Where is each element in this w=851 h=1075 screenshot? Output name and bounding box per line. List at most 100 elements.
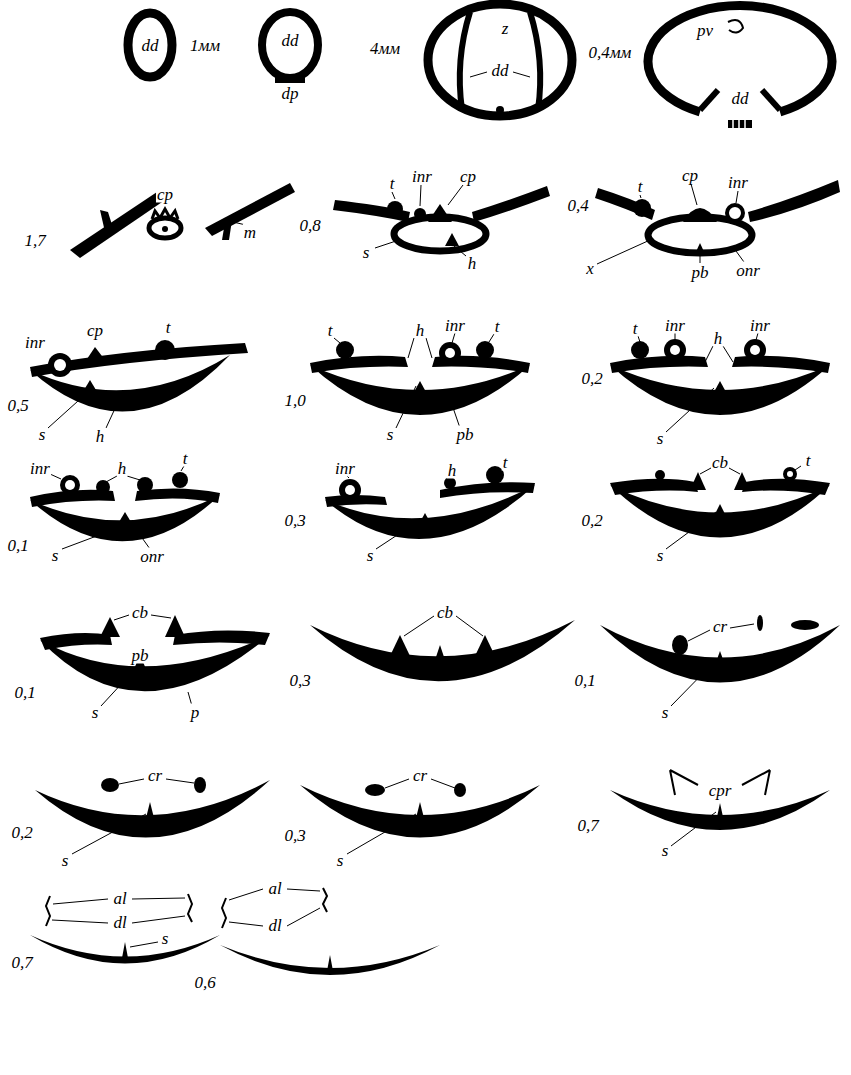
section-shape — [40, 615, 270, 691]
leader-line — [376, 520, 420, 549]
leader-line — [127, 476, 140, 480]
section-shape — [339, 479, 361, 501]
part-label: pb — [691, 264, 710, 281]
leader-line — [52, 889, 320, 947]
part-label: inr — [749, 317, 771, 334]
section-shape — [727, 205, 743, 221]
section-shape — [310, 365, 530, 415]
section-shape — [40, 615, 840, 691]
leader-line — [705, 346, 713, 362]
leader-line — [700, 250, 701, 263]
section-shape — [454, 783, 466, 797]
section-shape — [390, 635, 410, 656]
section-shape — [30, 888, 440, 975]
part-label: h — [447, 462, 458, 479]
leader-line — [426, 338, 432, 358]
part-label: dd — [281, 32, 300, 49]
section-shape — [690, 472, 706, 490]
leader-line — [448, 393, 460, 428]
section-shape — [46, 896, 50, 926]
part-label: s — [51, 547, 60, 564]
part-label: x — [585, 260, 595, 277]
scale-value: 0,1 — [13, 684, 36, 701]
section-shape — [101, 778, 119, 792]
part-label: dl — [112, 914, 127, 931]
leader-line — [420, 185, 421, 206]
section-shape — [670, 770, 698, 795]
section-shape — [30, 935, 220, 964]
section-shape — [327, 955, 333, 971]
section-ring — [275, 76, 305, 83]
section-shape — [323, 888, 327, 912]
leader-line — [729, 468, 740, 474]
leader-line — [489, 334, 494, 342]
part-label: cpr — [708, 782, 733, 799]
part-label: inr — [411, 168, 433, 185]
section-shape — [325, 466, 535, 539]
part-label: z — [501, 20, 510, 37]
part-label: t — [502, 454, 509, 471]
section-ring — [460, 12, 470, 110]
section-shape — [633, 199, 651, 217]
section-ring — [428, 4, 572, 116]
scale-value: 0,3 — [283, 827, 306, 844]
scale-value: 1,7 — [23, 232, 46, 249]
leader-line — [287, 908, 320, 926]
section-shape — [475, 635, 495, 656]
scale-value: 4мм — [369, 40, 401, 57]
section-shape — [122, 942, 128, 958]
part-label: pb — [131, 647, 150, 664]
leader-line — [756, 333, 758, 340]
part-label: s — [656, 547, 665, 564]
part-label: s — [91, 704, 100, 721]
leader-line — [452, 333, 455, 343]
part-label: cb — [131, 604, 149, 621]
part-label: h — [467, 255, 478, 272]
part-label: h — [415, 322, 426, 339]
section-shape — [146, 802, 154, 818]
part-label: dp — [281, 85, 300, 102]
part-label: pb — [456, 426, 475, 443]
leader-line — [48, 333, 758, 432]
section-shape — [30, 355, 230, 412]
section-shape — [610, 365, 830, 415]
leader-line — [106, 402, 118, 428]
section-shape — [365, 784, 385, 796]
section-shape — [610, 770, 830, 830]
part-label: t — [165, 319, 172, 336]
section-shape — [155, 340, 175, 360]
section-shape — [220, 945, 440, 975]
part-label: inr — [444, 317, 466, 334]
part-label: s — [362, 244, 371, 261]
leader-line — [597, 240, 650, 264]
section-shape — [152, 209, 178, 219]
section-shape — [610, 356, 708, 373]
leader-line — [101, 668, 136, 706]
leader-line — [691, 184, 697, 205]
part-label: s — [386, 426, 395, 443]
section-shape — [414, 208, 426, 220]
part-label: dd — [731, 90, 750, 107]
section-ring — [728, 120, 752, 128]
section-shape — [783, 467, 797, 481]
section-shape — [48, 353, 72, 377]
leader-line — [166, 779, 194, 783]
leader-line — [347, 814, 416, 854]
section-shape — [300, 783, 540, 838]
leader-line — [233, 184, 744, 264]
section-shape — [715, 651, 725, 665]
leader-line — [431, 779, 455, 788]
leader-line — [396, 386, 416, 428]
leader-line — [52, 920, 108, 923]
section-shape — [750, 345, 760, 355]
leader-line — [688, 630, 710, 641]
leader-line — [671, 660, 716, 706]
section-shape — [748, 180, 840, 222]
section-shape — [85, 347, 105, 362]
leader-line — [114, 615, 129, 620]
section-ring — [700, 90, 718, 110]
section-shape — [345, 485, 355, 495]
scale-value: 1,0 — [283, 392, 306, 409]
